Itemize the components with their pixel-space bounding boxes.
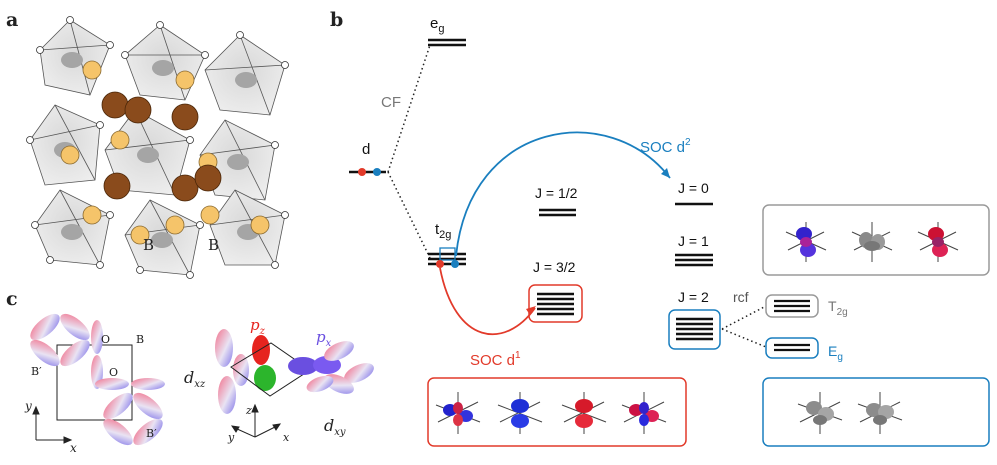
j-three-half-box bbox=[528, 284, 583, 323]
px-label: px bbox=[316, 328, 332, 349]
dxy-label: dxy bbox=[324, 416, 346, 438]
b-label: B bbox=[136, 333, 144, 346]
orbital-shape bbox=[621, 392, 667, 434]
orbital-shape bbox=[785, 222, 827, 262]
soc-d1-arrow bbox=[439, 267, 536, 336]
octahedron bbox=[104, 109, 191, 196]
soc-d2-arrow bbox=[455, 131, 671, 257]
pz-orbital-upper bbox=[252, 335, 270, 365]
cf-split-lines bbox=[387, 44, 431, 259]
d-orbital-cloverleaf bbox=[103, 392, 163, 446]
Eg-label: Eg bbox=[828, 343, 843, 363]
xyz-axes bbox=[230, 403, 282, 438]
axis-y-label: y bbox=[24, 399, 32, 413]
j-half-levels bbox=[539, 208, 576, 217]
xy-axes bbox=[32, 405, 73, 444]
electron-blue bbox=[373, 168, 381, 176]
j1-label: J = 1 bbox=[678, 233, 709, 249]
t2g-levels bbox=[428, 252, 466, 266]
panel-c: c O B B′ O B′ bbox=[6, 288, 374, 455]
octahedron bbox=[39, 19, 111, 96]
orbital-shape bbox=[435, 392, 481, 434]
j0-label: J = 0 bbox=[678, 180, 709, 196]
crystal-structure bbox=[26, 16, 289, 279]
orbital-shape bbox=[497, 392, 543, 434]
d-label: d bbox=[362, 141, 370, 158]
panel-label-b: b bbox=[330, 9, 343, 31]
octahedron bbox=[29, 104, 101, 186]
a-site-atoms bbox=[101, 91, 222, 202]
oxygen-atoms bbox=[26, 16, 289, 279]
oxygen-label: O bbox=[101, 333, 110, 346]
t2g-multiplet-box bbox=[765, 294, 819, 318]
soc-d2-arrowhead bbox=[661, 168, 670, 178]
dxz-label: dxz bbox=[184, 368, 206, 390]
j2-label: J = 2 bbox=[678, 289, 709, 305]
j2-box bbox=[668, 309, 721, 350]
electron-red bbox=[358, 168, 366, 176]
eg-multiplet-levels bbox=[774, 343, 810, 352]
b-site-label: B bbox=[143, 236, 154, 254]
panel-a: a bbox=[6, 9, 289, 279]
orbital-shape bbox=[857, 392, 903, 434]
t2g-multiplet-levels bbox=[774, 299, 810, 313]
eg-multiplet-box bbox=[765, 337, 819, 359]
octahedron bbox=[209, 189, 286, 266]
T2g-label: T2g bbox=[828, 298, 848, 318]
rcf-label: rcf bbox=[733, 289, 749, 305]
panel-label-a: a bbox=[6, 9, 18, 31]
panel-b: b eg CF d t2g SOC d2 SOC d1 bbox=[330, 9, 990, 447]
soc-d1-label: SOC d1 bbox=[470, 350, 521, 369]
b-site-label: B bbox=[208, 236, 219, 254]
rcf-split-lines bbox=[721, 305, 767, 348]
orbital-shape bbox=[851, 222, 893, 262]
axis3-y-label: y bbox=[227, 431, 235, 444]
eg-levels bbox=[428, 38, 466, 47]
octahedron bbox=[124, 24, 206, 101]
soc-d2-label: SOC d2 bbox=[640, 137, 691, 156]
b-prime-label: B′ bbox=[146, 427, 157, 440]
axis3-x-label: x bbox=[283, 431, 290, 444]
cf-label: CF bbox=[381, 94, 401, 111]
t2g-orbital-box bbox=[762, 204, 990, 276]
j1-levels bbox=[675, 253, 713, 267]
panel-label-c: c bbox=[6, 288, 18, 310]
oxygen-label: O bbox=[109, 366, 118, 379]
orbital-shape bbox=[917, 222, 959, 262]
pz-label: pz bbox=[250, 316, 266, 337]
eg-label: eg bbox=[430, 15, 444, 35]
d-orbital-cloverleaf bbox=[30, 313, 90, 367]
electron-red bbox=[436, 260, 444, 268]
axis-x-label: x bbox=[70, 441, 77, 455]
t2g-highlight bbox=[439, 247, 456, 261]
j2-levels bbox=[676, 317, 713, 341]
b-prime-label: B′ bbox=[31, 365, 42, 378]
pz-orbital-lower bbox=[254, 365, 276, 391]
dxz-orbital bbox=[215, 329, 249, 414]
j-three-half-label: J = 3/2 bbox=[533, 259, 576, 275]
axis3-z-label: z bbox=[245, 404, 252, 417]
b-site-atoms bbox=[60, 60, 270, 245]
j-half-label: J = 1/2 bbox=[535, 185, 578, 201]
p-orbital bbox=[91, 320, 165, 390]
eg-orbital-box bbox=[762, 377, 990, 447]
j-three-half-orbital-box bbox=[427, 377, 687, 447]
octahedron bbox=[204, 34, 286, 116]
octahedron bbox=[34, 189, 111, 266]
orbital-shape bbox=[561, 392, 607, 434]
j-three-half-levels bbox=[537, 292, 574, 316]
electron-blue bbox=[451, 260, 459, 268]
orbital-shape bbox=[797, 392, 843, 434]
dxy-orbital bbox=[306, 341, 374, 394]
t2g-label: t2g bbox=[435, 221, 451, 241]
